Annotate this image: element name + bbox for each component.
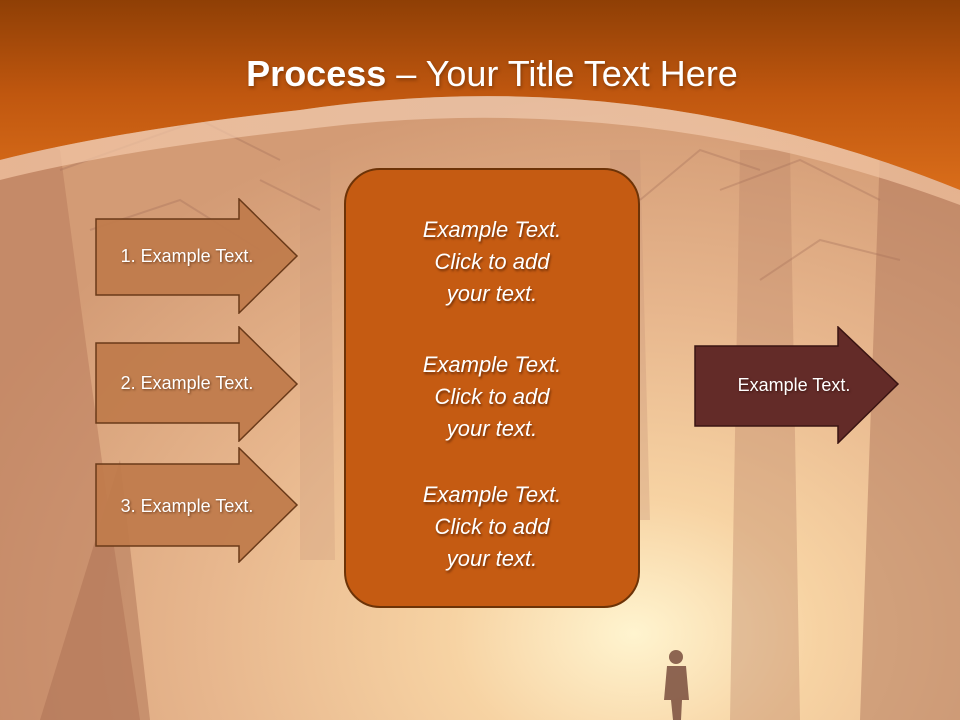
title-rest: – Your Title Text Here [386, 53, 738, 94]
step-label: 3. Example Text. [120, 495, 254, 516]
paragraph-line: Click to add [434, 384, 550, 409]
paragraph-line: your text. [446, 546, 538, 571]
arrow-right-shape-icon [95, 447, 299, 563]
arrow-right-shape-icon [95, 326, 299, 442]
step-arrow-3[interactable]: 3. Example Text. [95, 447, 299, 563]
center-paragraph-2: Example Text. Click to add your text. [346, 349, 638, 445]
step-label: 2. Example Text. [120, 372, 254, 393]
output-arrow[interactable]: Example Text. [694, 326, 900, 444]
center-text-box[interactable]: Example Text. Click to add your text. Ex… [344, 168, 640, 608]
step-label: 1. Example Text. [120, 245, 254, 266]
paragraph-line: your text. [446, 281, 538, 306]
arrow-right-shape-icon [694, 326, 900, 444]
paragraph-line: Example Text. [422, 217, 562, 242]
page-title: Process – Your Title Text Here [0, 52, 960, 96]
step-arrow-1[interactable]: 1. Example Text. [95, 198, 299, 314]
paragraph-line: Click to add [434, 514, 550, 539]
center-paragraph-3: Example Text. Click to add your text. [346, 479, 638, 575]
arrow-right-shape-icon [95, 198, 299, 314]
step-arrow-2[interactable]: 2. Example Text. [95, 326, 299, 442]
paragraph-line: your text. [446, 416, 538, 441]
paragraph-line: Example Text. [422, 482, 562, 507]
output-label: Example Text. [737, 374, 851, 395]
paragraph-line: Example Text. [422, 352, 562, 377]
title-bold: Process [246, 53, 387, 94]
paragraph-line: Click to add [434, 249, 550, 274]
center-paragraph-1: Example Text. Click to add your text. [346, 214, 638, 310]
